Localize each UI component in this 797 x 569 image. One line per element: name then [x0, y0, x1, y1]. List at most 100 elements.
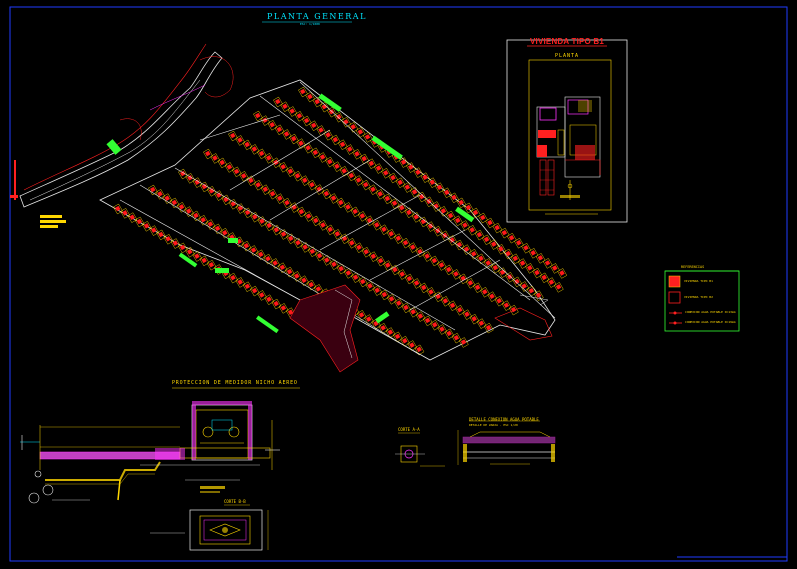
- house-footprint: [429, 179, 436, 186]
- house-footprint: [291, 204, 297, 210]
- lot-outline: [436, 260, 447, 271]
- house-footprint: [402, 338, 408, 344]
- house-footprint: [514, 278, 520, 285]
- house-footprint: [357, 129, 364, 135]
- house-footprint: [157, 191, 163, 197]
- house-footprint: [251, 287, 258, 294]
- house-footprint: [519, 260, 526, 266]
- lot-outline: [362, 132, 373, 143]
- house-footprint: [374, 222, 380, 228]
- house-footprint: [248, 177, 254, 184]
- lot-outline: [557, 268, 568, 279]
- house-footprint: [363, 249, 369, 255]
- drawing-scale: ESC: 1/1000: [300, 22, 320, 26]
- house-footprint: [471, 251, 477, 257]
- lot-outline: [364, 215, 375, 227]
- house-footprint: [193, 212, 199, 219]
- house-footprint: [404, 184, 411, 190]
- legend-item-label: CONEXION AGUA POTABLE D=13mm: [685, 310, 736, 314]
- lot-outline: [487, 291, 498, 302]
- house-footprint: [465, 204, 472, 211]
- legend-item-label: VIVIENDA TIPO B1: [684, 279, 713, 283]
- lot-outline: [414, 344, 425, 356]
- house-footprint: [348, 172, 355, 179]
- house-footprint: [399, 271, 405, 277]
- lot-outline: [398, 157, 409, 168]
- house-footprint: [370, 253, 377, 259]
- lot-outline: [532, 267, 543, 279]
- lot-outline: [447, 300, 458, 312]
- house-footprint: [380, 325, 386, 331]
- lot-outline: [499, 227, 510, 239]
- house-footprint: [244, 141, 250, 148]
- house-footprint: [305, 145, 311, 151]
- house-footprint: [289, 108, 295, 114]
- lot-outline: [496, 244, 507, 255]
- house-footprint: [449, 237, 455, 243]
- lot-outline: [345, 144, 355, 155]
- house-footprint: [505, 250, 511, 257]
- lot-outline: [458, 337, 469, 348]
- lot-outline: [239, 171, 249, 182]
- house-footprint: [474, 284, 481, 291]
- lot-outline: [248, 245, 259, 256]
- house-footprint: [172, 240, 179, 246]
- lot-outline: [379, 289, 390, 301]
- house-footprint: [464, 311, 470, 318]
- lot-outline: [451, 269, 462, 280]
- access-road: [19, 51, 223, 208]
- house-footprint: [194, 179, 200, 185]
- house-footprint: [305, 213, 312, 219]
- house-footprint: [478, 255, 484, 262]
- lot-outline: [282, 197, 293, 209]
- lot-outline: [319, 101, 330, 113]
- house-footprint: [483, 236, 490, 243]
- lot-outline: [433, 291, 444, 303]
- house-footprint: [336, 114, 342, 120]
- house-footprint: [214, 225, 221, 232]
- lot-outline: [325, 224, 336, 236]
- house-footprint: [364, 134, 371, 140]
- house-footprint: [400, 159, 407, 165]
- site-plan: [10, 43, 568, 373]
- house-footprint: [361, 155, 367, 162]
- lot-outline: [372, 220, 382, 231]
- house-footprint: [205, 150, 211, 157]
- house-footprint: [201, 183, 208, 190]
- house-footprint: [359, 213, 366, 219]
- house-footprint: [489, 293, 495, 300]
- lot-outline: [249, 144, 260, 155]
- house-footprint: [122, 210, 128, 216]
- house-footprint: [496, 298, 502, 304]
- detalle-corte-bb: [150, 504, 269, 551]
- lot-outline: [267, 119, 278, 131]
- house-footprint: [535, 292, 542, 299]
- lot-outline: [451, 332, 462, 344]
- lot-outline: [329, 259, 340, 270]
- lot-outline: [192, 177, 203, 188]
- house-footprint: [478, 320, 485, 326]
- lot-outline: [505, 272, 515, 283]
- lot-outline: [512, 276, 523, 288]
- house-footprint: [272, 260, 278, 266]
- lot-outline: [525, 263, 535, 274]
- house-footprint: [397, 179, 403, 186]
- house-footprint: [280, 164, 286, 170]
- lot-outline: [296, 206, 307, 218]
- lot-outline: [425, 221, 436, 232]
- lot-outline: [339, 233, 350, 245]
- house-footprint: [512, 255, 519, 262]
- house-footprint: [391, 200, 398, 206]
- lot-outline: [275, 193, 285, 204]
- house-footprint: [408, 164, 414, 170]
- lot-outline: [553, 282, 564, 293]
- house-footprint: [323, 190, 330, 197]
- lot-outline: [296, 138, 307, 149]
- lot-outline: [483, 258, 494, 269]
- house-footprint: [548, 279, 555, 285]
- house-footprint: [288, 235, 294, 242]
- house-footprint: [291, 135, 297, 142]
- house-footprint: [300, 88, 306, 95]
- house-footprint: [366, 217, 373, 224]
